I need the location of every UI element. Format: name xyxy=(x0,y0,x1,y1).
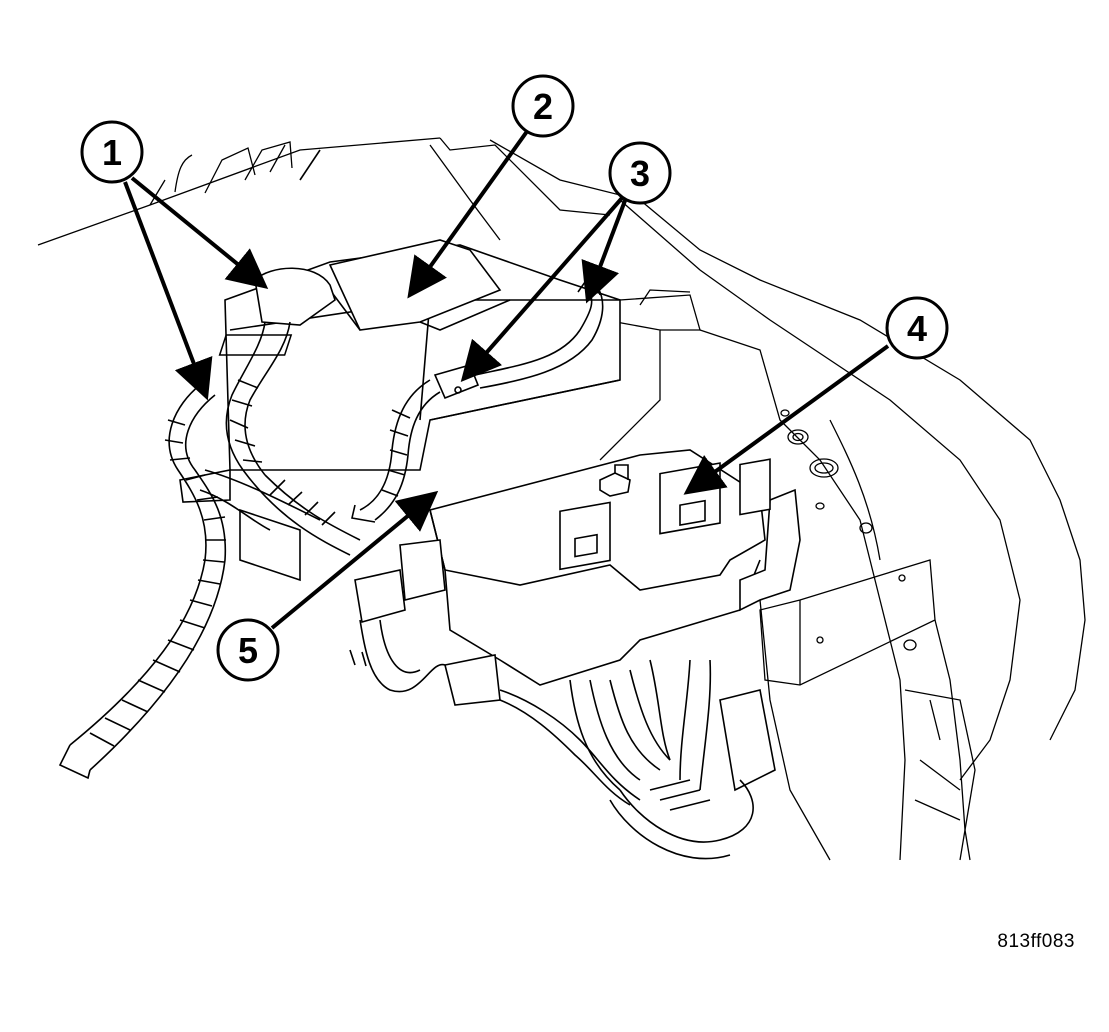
callout-1: 1 xyxy=(80,120,144,184)
battery-negative-cable xyxy=(58,267,361,780)
leader-3a xyxy=(460,196,624,383)
callout-3: 3 xyxy=(608,141,672,205)
callout-3-number: 3 xyxy=(630,153,650,194)
leader-2 xyxy=(407,128,530,299)
power-distribution-center xyxy=(429,449,801,686)
leader-5 xyxy=(270,490,439,630)
figure-reference-code: 813ff083 xyxy=(997,931,1075,952)
wiring-harness xyxy=(349,539,776,860)
leader-1b xyxy=(123,181,213,401)
callout-4: 4 xyxy=(885,296,949,360)
callout-2: 2 xyxy=(511,74,575,138)
leader-3b xyxy=(581,197,628,304)
callout-2-number: 2 xyxy=(533,86,553,127)
callout-4-number: 4 xyxy=(907,308,927,349)
leader-lines xyxy=(123,128,890,630)
leader-4 xyxy=(683,344,890,495)
leader-1a xyxy=(130,176,269,290)
callout-1-number: 1 xyxy=(102,132,122,173)
callout-5: 5 xyxy=(216,618,280,682)
callout-5-number: 5 xyxy=(238,630,258,671)
